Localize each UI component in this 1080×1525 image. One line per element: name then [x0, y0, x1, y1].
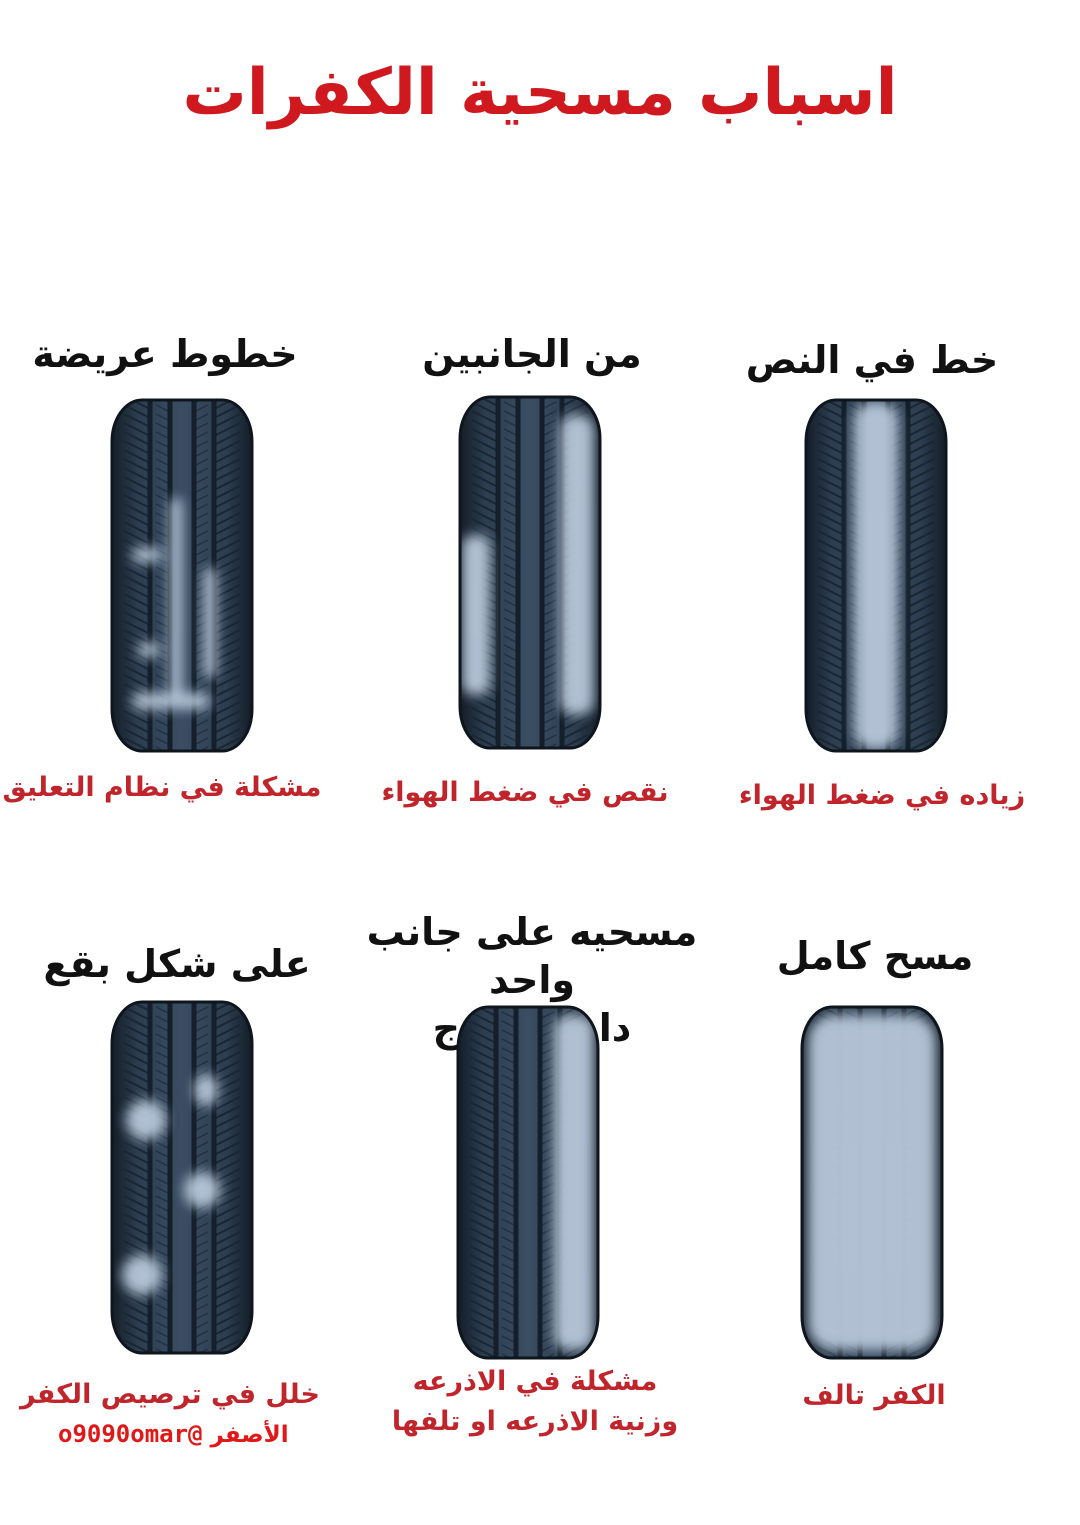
cell-caption-full-wear: الكفر تالف [694, 1376, 1054, 1416]
cell-heading-cupping-wear: خطوط عريضة [0, 330, 345, 378]
tire-wear-marks [132, 498, 216, 709]
tire-image-edge-wear [458, 395, 602, 750]
heading-line: مسحيه على جانب واحد [366, 910, 698, 1002]
caption-line: نقص في ضغط الهواء [381, 777, 669, 808]
heading-line: مسح كامل [776, 934, 974, 978]
tire-outline [800, 1005, 944, 1360]
heading-line: من الجانبين [422, 332, 642, 376]
cell-caption-cupping-wear: مشكلة في نظام التعليق [0, 768, 342, 808]
heading-line: على شكل بقع [43, 942, 311, 986]
cell-heading-edge-wear: من الجانبين [352, 330, 712, 378]
watermark-label: الأصفر [210, 1422, 289, 1448]
watermark-handle: o9090omar@ [58, 1420, 203, 1448]
tire-outline [458, 395, 602, 750]
tire-image-cupping-wear [110, 398, 254, 753]
tire-wear-marks [122, 1074, 220, 1295]
cell-caption-center-wear: زياده في ضغط الهواء [702, 776, 1062, 816]
caption-line: زياده في ضغط الهواء [738, 780, 1026, 811]
tire-outline [110, 398, 254, 753]
tire-outline [110, 1000, 254, 1355]
cell-heading-full-wear: مسح كامل [695, 932, 1055, 980]
caption-line: مشكلة في نظام التعليق [2, 772, 322, 803]
page-title: اسباب مسحية الكفرات [182, 56, 898, 130]
tire-illustration [110, 1000, 254, 1355]
tire-outline [456, 1005, 600, 1360]
tire-wear-marks [462, 415, 594, 715]
tire-wear-marks [854, 402, 898, 749]
tire-illustration [458, 395, 602, 750]
heading-line: خطوط عريضة [32, 332, 298, 376]
caption-line: الكفر تالف [802, 1380, 946, 1411]
tire-wear-marks [808, 1015, 936, 1350]
tire-illustration [800, 1005, 944, 1360]
tire-outline [804, 398, 948, 753]
cell-caption-edge-wear: نقص في ضغط الهواء [345, 773, 705, 813]
watermark: o9090omar@ الأصفر [58, 1420, 289, 1448]
tire-wear-marks [554, 1015, 594, 1350]
cell-caption-one-side-wear: مشكلة في الاذرعه وزنية الاذرعه او تلفها [355, 1362, 715, 1442]
tire-illustration [110, 398, 254, 753]
tire-illustration [456, 1005, 600, 1360]
caption-line: مشكلة في الاذرعه [412, 1366, 658, 1397]
tire-image-full-wear [800, 1005, 944, 1360]
cell-caption-patch-wear: خلل في ترصيص الكفر [0, 1375, 350, 1415]
tire-illustration [804, 398, 948, 753]
tire-image-one-side-wear [456, 1005, 600, 1360]
cell-heading-center-wear: خط في النص [692, 336, 1052, 384]
heading-line: خط في النص [745, 338, 999, 382]
tire-image-patch-wear [110, 1000, 254, 1355]
tire-image-center-wear [804, 398, 948, 753]
caption-line: خلل في ترصيص الكفر [20, 1379, 320, 1410]
caption-line: وزنية الاذرعه او تلفها [391, 1406, 679, 1437]
cell-heading-patch-wear: على شكل بقع [0, 940, 357, 988]
